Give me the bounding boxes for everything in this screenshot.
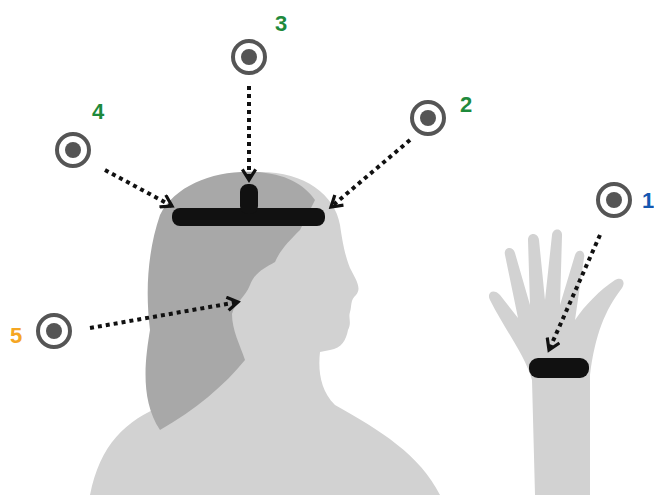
callout-dot: [65, 142, 81, 158]
callout-number: 3: [275, 13, 287, 35]
leader-arrow: [247, 86, 251, 180]
leader-arrow: [90, 302, 238, 328]
callout-dot: [606, 192, 622, 208]
callout-number: 4: [92, 101, 104, 123]
wristband: [529, 358, 589, 378]
callout-ring: [412, 102, 444, 134]
headband-sensor: [240, 184, 258, 214]
callout-dot: [241, 49, 257, 65]
callout-number: 5: [10, 325, 22, 347]
callout-ring: [233, 41, 265, 73]
leader-arrow: [331, 140, 410, 207]
callout-ring: [38, 315, 70, 347]
callout-ring: [598, 184, 630, 216]
body-silhouette: [90, 172, 440, 495]
leader-arrow: [549, 235, 600, 350]
leader-arrow: [105, 170, 172, 206]
callout-ring: [57, 134, 89, 166]
callout-number: 2: [460, 94, 472, 116]
hand-silhouette: [489, 229, 624, 495]
callout-dot: [420, 110, 436, 126]
callout-number: 1: [642, 190, 654, 212]
callout-dot: [46, 323, 62, 339]
